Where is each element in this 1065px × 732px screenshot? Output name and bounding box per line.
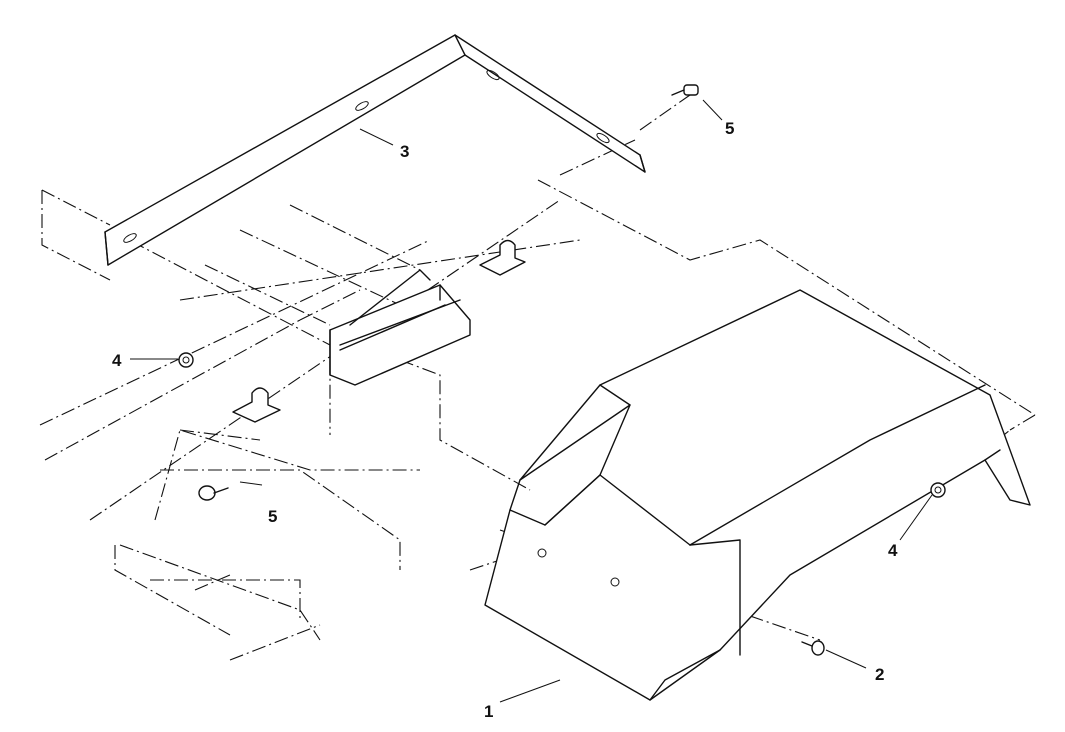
callout-4-right: 4: [888, 541, 898, 560]
nut-right-icon: [930, 482, 946, 498]
nut-left-icon: [178, 352, 194, 368]
callout-4-left: 4: [112, 351, 122, 370]
callout-2: 2: [875, 665, 884, 684]
callout-labels: 1 2 3 4 4 5 5: [112, 119, 898, 721]
fender-part: [484, 289, 1031, 701]
callout-3: 3: [400, 142, 409, 161]
callout-5-left: 5: [268, 507, 277, 526]
mount-tabs: [232, 239, 526, 423]
bolt-front-icon: [801, 640, 825, 656]
frame-channel: [329, 269, 471, 386]
hardware: [178, 84, 946, 656]
leader-lines: [130, 99, 933, 703]
bracket-part: [104, 34, 646, 266]
screw-left-icon: [198, 485, 229, 501]
callout-1: 1: [484, 702, 493, 721]
callout-5-top: 5: [725, 119, 734, 138]
screw-top-icon: [671, 84, 699, 96]
